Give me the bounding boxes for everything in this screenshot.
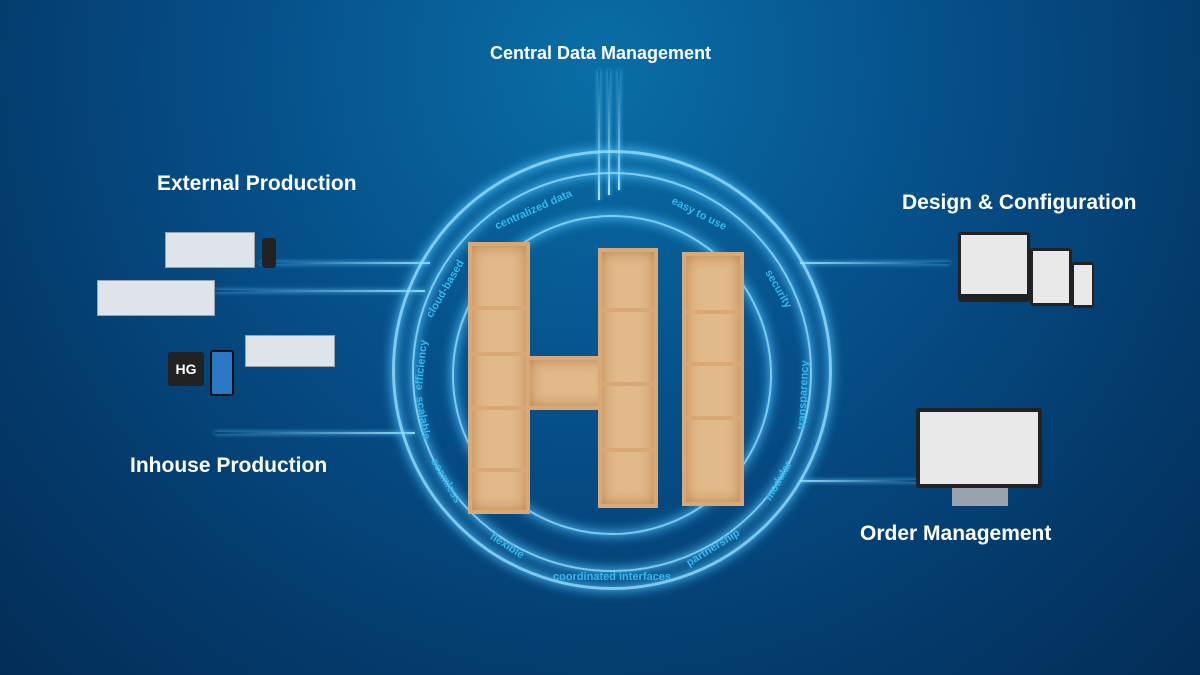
hg-logo-text: HG xyxy=(175,361,197,377)
ring-word: coordinated interfaces xyxy=(553,571,671,583)
monitor-stand xyxy=(952,488,1008,506)
cnc-machine-image xyxy=(165,232,255,268)
edgebander-image xyxy=(97,280,215,316)
connector-top xyxy=(608,70,610,195)
node-design-configuration: Design & Configuration xyxy=(902,191,1137,214)
connector-right xyxy=(800,262,950,264)
robot-arm-image xyxy=(262,238,276,268)
tablet-image xyxy=(1030,248,1072,306)
monitor-image xyxy=(916,408,1042,488)
connector-top xyxy=(618,70,620,190)
middle-ring xyxy=(412,172,812,572)
laptop-image xyxy=(958,232,1030,302)
panel-saw-image xyxy=(245,335,335,367)
node-external-production: External Production xyxy=(157,172,357,195)
connector-left xyxy=(215,432,415,434)
connector-left xyxy=(215,290,425,292)
node-order-management: Order Management xyxy=(860,522,1052,545)
i-shelf xyxy=(682,252,744,506)
inner-ring xyxy=(452,215,772,535)
outer-ring xyxy=(392,150,832,590)
hg-logo-box: HG xyxy=(168,352,204,386)
connector-top xyxy=(598,70,600,200)
phone-image xyxy=(1072,262,1094,308)
node-central-data-management: Central Data Management xyxy=(490,43,712,63)
smartphone-image xyxy=(210,350,234,396)
connector-left xyxy=(260,262,430,264)
h-shelf-left xyxy=(468,242,530,514)
connector-right xyxy=(800,480,920,482)
h-shelf-right xyxy=(598,248,658,508)
node-inhouse-production: Inhouse Production xyxy=(130,454,328,477)
